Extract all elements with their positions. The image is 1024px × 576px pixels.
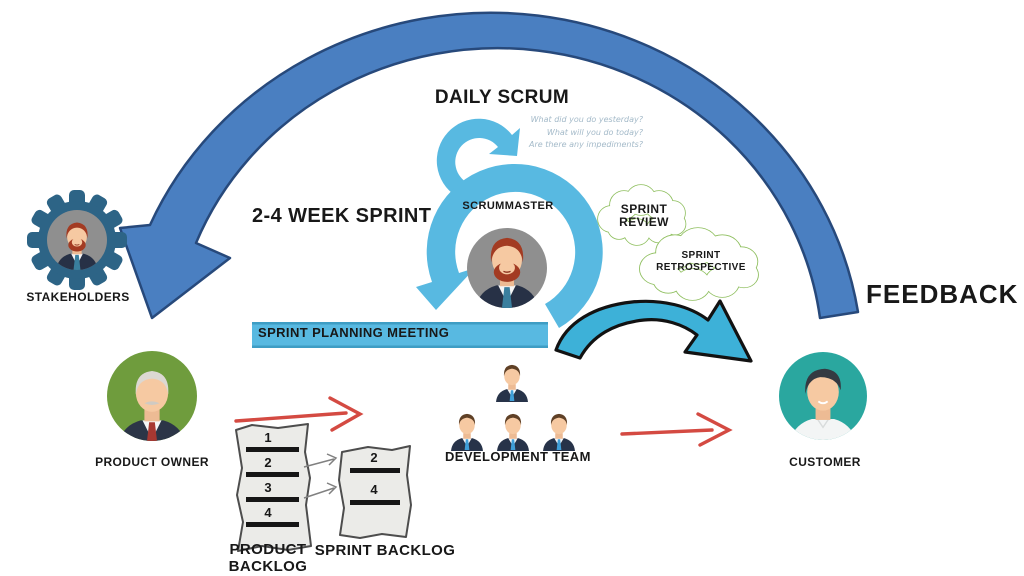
stakeholders-label: STAKEHOLDERS — [26, 290, 130, 304]
customer-label: CUSTOMER — [789, 455, 861, 469]
daily-scrum-questions: What did you do yesterday? What will you… — [513, 114, 643, 152]
owner-to-backlog-arrow — [234, 396, 364, 432]
product-owner-label: PRODUCT OWNER — [95, 455, 209, 469]
sprint-backlog-item: 2 — [370, 450, 378, 465]
sprint-backlog-paper — [338, 445, 412, 539]
sprint-loop-arrow — [416, 163, 603, 328]
sprint-to-customer-arrow — [554, 299, 753, 363]
scrummaster-label: SCRUMMASTER — [462, 200, 554, 212]
development-team-avatars — [451, 364, 575, 451]
development-team-label: DEVELOPMENT TEAM — [445, 449, 591, 464]
product-owner-avatar — [107, 351, 197, 441]
daily-scrum-loop-arrow — [436, 118, 520, 196]
product-backlog-item: 4 — [264, 505, 272, 520]
product-backlog-item: 1 — [264, 430, 272, 445]
customer-avatar — [779, 352, 867, 440]
team-to-customer-arrow — [620, 412, 733, 447]
backlog-item-arrow-2 — [303, 482, 338, 499]
sprint-planning-meeting-label: SPRINT PLANNING MEETING — [258, 325, 450, 340]
sprint-length-label: 2-4 WEEK SPRINT — [252, 205, 432, 227]
backlog-item-arrow-1 — [303, 453, 338, 468]
sprint-retrospective-label: SPRINT RETROSPECTIVE — [656, 250, 746, 273]
product-backlog-label: PRODUCT BACKLOG — [228, 541, 308, 575]
sprint-backlog-label: SPRINT BACKLOG — [314, 542, 456, 559]
stakeholders-gear-icon — [27, 190, 127, 290]
product-backlog-item: 2 — [264, 455, 272, 470]
question-line: What did you do yesterday? — [530, 115, 643, 124]
daily-scrum-label: DAILY SCRUM — [434, 87, 570, 108]
product-backlog-paper — [235, 423, 312, 552]
feedback-arc-arrow — [118, 11, 860, 320]
sprint-planning-bar — [252, 322, 548, 348]
question-line: What will you do today? — [546, 127, 643, 137]
feedback-label: FEEDBACK — [866, 279, 1019, 309]
sprint-review-label: SPRINT REVIEW — [619, 202, 669, 229]
scrummaster-avatar — [467, 228, 547, 308]
question-line: Are there any impediments? — [528, 140, 643, 149]
sprint-backlog-item: 4 — [370, 482, 378, 497]
product-backlog-item: 3 — [264, 480, 272, 495]
